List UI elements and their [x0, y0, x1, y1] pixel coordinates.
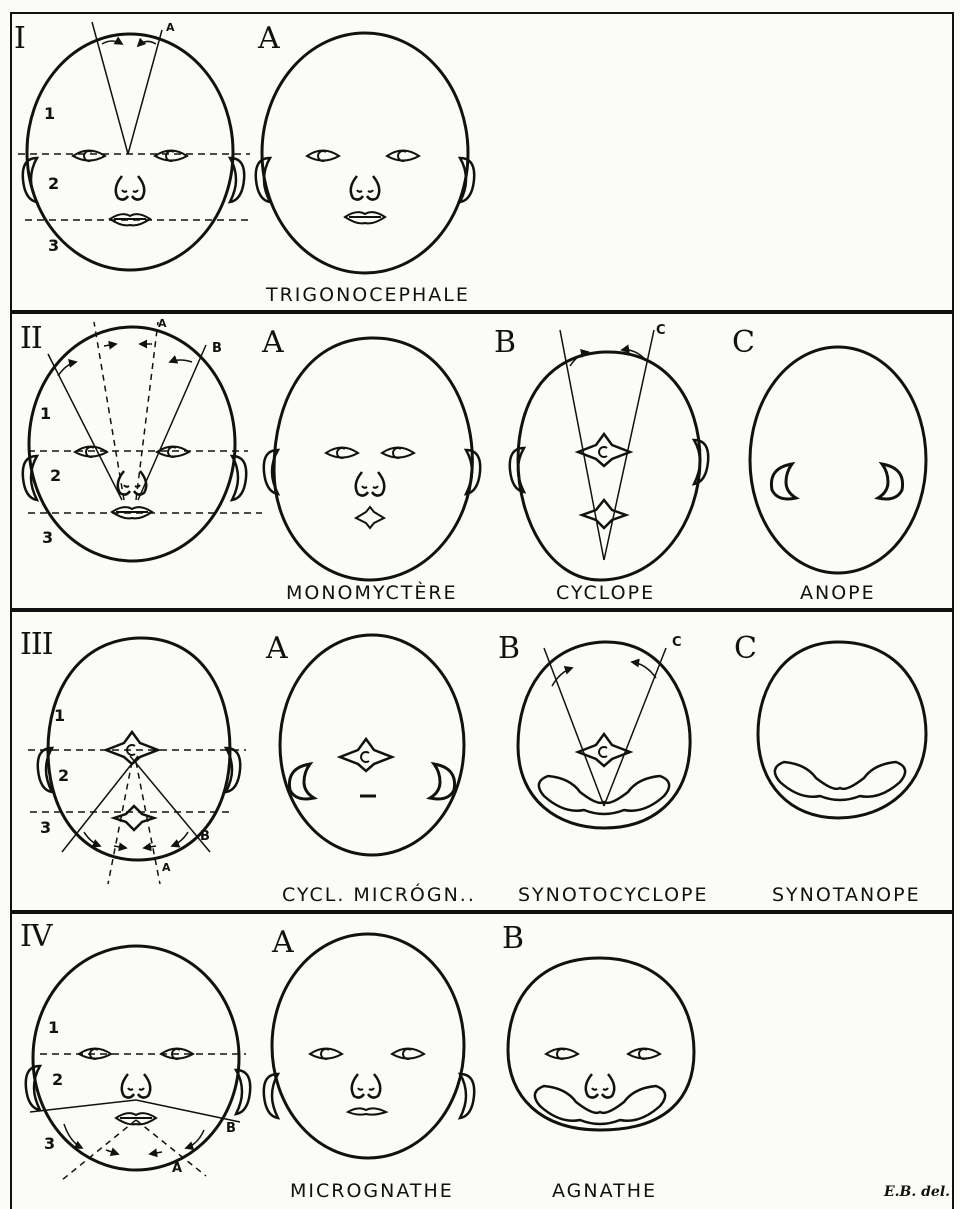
panel-2-zone-3: 3: [42, 530, 53, 546]
panel-3-zone-2: 2: [58, 768, 69, 784]
panel-3-subfigure-b-letter: B: [498, 634, 520, 664]
panel-3-zone-3: 3: [40, 820, 51, 836]
panel-2-head-b: [510, 330, 708, 580]
panel-4-subfigure-b-letter: B: [502, 924, 524, 954]
panel-1-zone-3: 3: [48, 238, 59, 254]
panel-3-synotocyclope-axis-label: C: [672, 636, 682, 649]
panel-4-subfigure-a-letter: A: [272, 928, 294, 958]
panel-3-caption-c: Synotanope: [772, 884, 921, 906]
panel-3-axis-label-a: A: [162, 862, 171, 873]
panel-3-subfigure-c-letter: C: [734, 634, 757, 664]
panel-3-zone-1: 1: [54, 708, 65, 724]
panel-2-head-a: [264, 338, 480, 580]
panel-4-diagram-head: [26, 946, 250, 1180]
panel-3-head-c: [758, 642, 926, 818]
panel-1-subfigure-a-letter: A: [258, 24, 280, 54]
panel-4-caption-a: Micrognathe: [290, 1180, 454, 1202]
panel-1-axis-label-a: A: [166, 22, 175, 33]
artist-signature: E.B. del.: [884, 1184, 950, 1200]
panel-1-caption-a: Trigonocephale: [266, 284, 470, 306]
panel-1-zone-2: 2: [48, 176, 59, 192]
panel-4-head-a: [264, 934, 474, 1158]
panel-1-numeral: I: [14, 24, 25, 54]
panel-3-head-b: [518, 642, 690, 828]
panel-4-zone-3: 3: [44, 1136, 55, 1152]
panel-2-axis-label-b: B: [212, 342, 222, 355]
panel-4-zone-2: 2: [52, 1072, 63, 1088]
panel-2-caption-a: Monomyctère: [286, 582, 458, 604]
panel-2-zone-2: 2: [50, 468, 61, 484]
panel-4-numeral: IV: [20, 922, 52, 952]
panel-2-cyclope-axis-label: C: [656, 324, 666, 337]
panel-2-axis-label-a: A: [158, 318, 167, 329]
panel-1-zone-1: 1: [44, 106, 55, 122]
panel-2-numeral: II: [20, 324, 42, 354]
panel-3-caption-b: Synotocyclope: [518, 884, 709, 906]
panel-3-diagram-head: [28, 638, 246, 884]
panel-1-head-a: [256, 33, 474, 273]
panel-3-head-a: [280, 635, 464, 855]
panel-4-axis-label-b: B: [226, 1122, 236, 1135]
panel-2-zone-1: 1: [40, 406, 51, 422]
panel-3-numeral: III: [20, 630, 53, 660]
panel-3-subfigure-a-letter: A: [266, 634, 288, 664]
panel-2-head-c: [750, 347, 926, 573]
panel-4-caption-b: Agnathe: [552, 1180, 657, 1202]
panel-2-caption-c: Anope: [800, 582, 876, 604]
panel-3-axis-label-b: B: [200, 830, 210, 843]
panel-2-subfigure-b-letter: B: [494, 328, 516, 358]
panel-4-axis-label-a: A: [172, 1162, 182, 1175]
panel-4-zone-1: 1: [48, 1020, 59, 1036]
panel-3-caption-a: Cycl. micrógn..: [282, 884, 476, 906]
panel-2-subfigure-c-letter: C: [732, 328, 755, 358]
panel-2-caption-b: Cyclope: [556, 582, 655, 604]
panel-2-diagram-head: [23, 322, 262, 561]
panel-4-head-b: [508, 958, 694, 1130]
panel-2-subfigure-a-letter: A: [262, 328, 284, 358]
panel-1-diagram-head: [18, 22, 250, 270]
